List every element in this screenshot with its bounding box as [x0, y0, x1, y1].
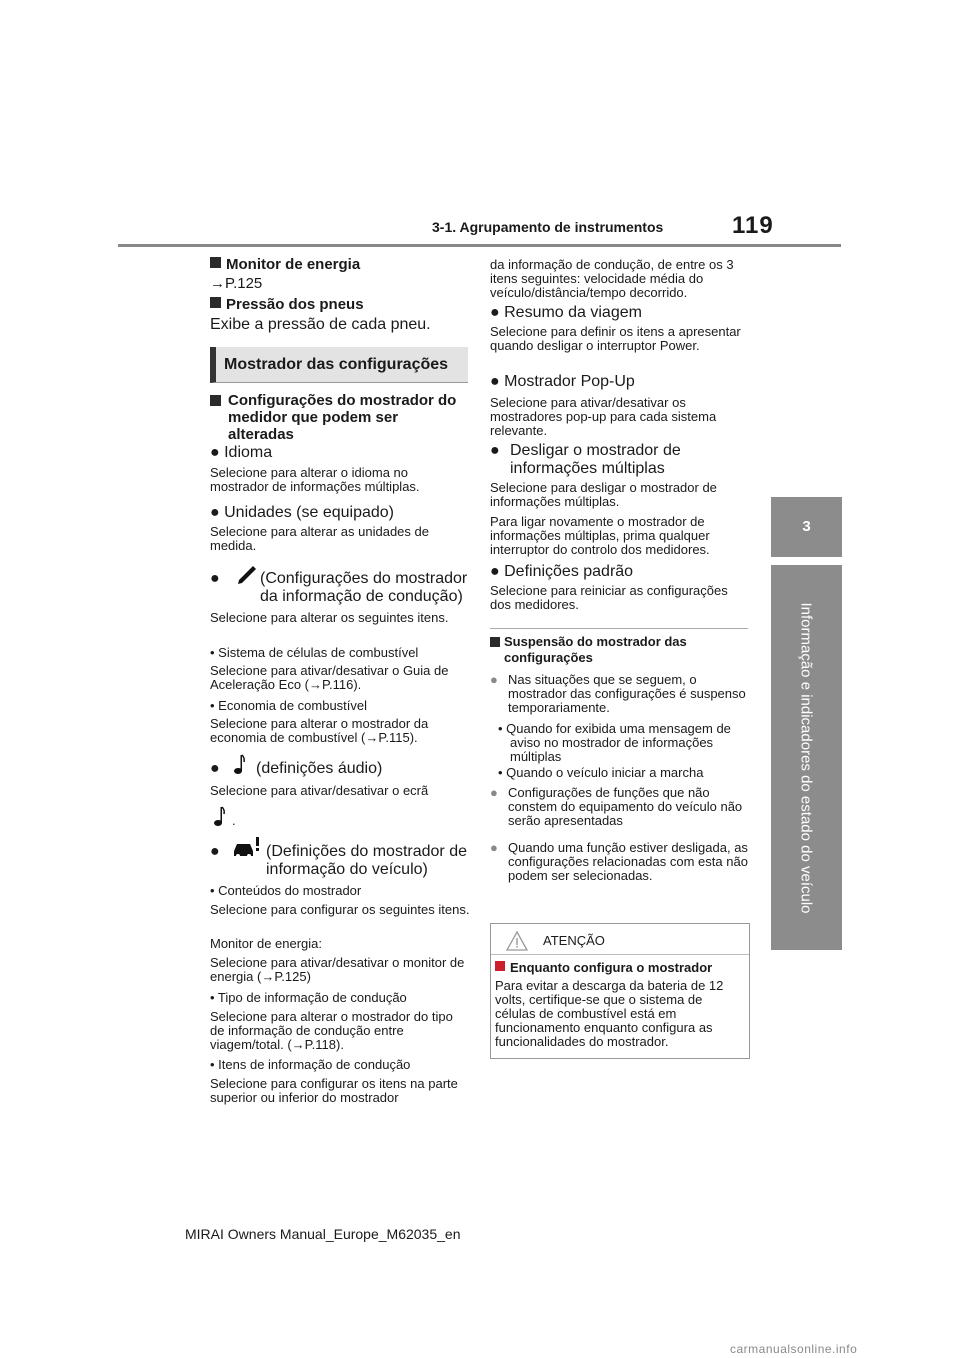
page-number: 119 [732, 212, 774, 239]
music-note-icon [234, 754, 245, 774]
cont-text: da informação de condução, de entre os 3… [490, 257, 734, 300]
square-bullet-icon [210, 257, 221, 268]
section-title: Mostrador das configurações [224, 356, 449, 373]
itens-item: • Itens de informação de condução [210, 1057, 411, 1072]
desligar-desc1: Selecione para desligar o mostrador de i… [490, 480, 717, 509]
susp-sub-2: • Quando o veículo iniciar a marcha [498, 765, 704, 780]
tipo-desc: Selecione para alterar o mostrador do ti… [210, 1009, 453, 1052]
susp-sub-1: • Quando for exibida uma mensagem de avi… [498, 721, 731, 764]
audio-desc: Selecione para ativar/desativar o ecrã [210, 783, 429, 798]
header-rule [118, 244, 841, 247]
music-note-icon [214, 806, 225, 826]
square-bullet-icon [210, 395, 221, 406]
popup-item: ● Mostrador Pop-Up [490, 373, 635, 390]
drive-info-item: ● (Configurações do mostrador da informa… [210, 566, 468, 605]
section-header: 3-1. Agrupamento de instrumentos [432, 219, 664, 235]
me-desc: Selecione para ativar/desativar o monito… [210, 955, 465, 984]
tire-heading: Pressão dos pneus [210, 296, 364, 313]
tire-text: Exibe a pressão de cada pneu. [210, 316, 431, 333]
susp-bullet-2: ● Configurações de funções que não const… [490, 785, 743, 828]
itens-desc: Selecione para configurar os itens na pa… [210, 1076, 458, 1105]
square-bullet-icon [495, 961, 505, 971]
unidades-desc: Selecione para alterar as unidades de me… [210, 524, 429, 553]
pencil-icon [238, 566, 256, 584]
tipo-item: • Tipo de informação de condução [210, 990, 407, 1005]
chapter-tab: 3 [771, 497, 842, 557]
monitor-ref[interactable]: →P.125 [210, 275, 263, 292]
square-bullet-icon [210, 297, 221, 308]
car-warning-icon [234, 837, 259, 858]
drive-desc: Selecione para alterar os seguintes iten… [210, 610, 449, 625]
cont-item: • Conteúdos do mostrador [210, 883, 362, 898]
idioma-desc: Selecione para alterar o idioma no mostr… [210, 465, 420, 494]
warning-box: ATENÇÃO Enquanto configura o mostrador P… [490, 923, 750, 1059]
cont-desc: Selecione para configurar os seguintes i… [210, 902, 470, 917]
popup-desc: Selecione para ativar/desativar os mostr… [490, 395, 717, 438]
eco-desc: Selecione para alterar o mostrador da ec… [210, 716, 429, 745]
chapter-strip [771, 565, 842, 950]
watermark: carmanualsonline.info [730, 1342, 858, 1356]
susp-bullet-3: ● Quando uma função estiver desligada, a… [490, 840, 748, 883]
fc-desc: Selecione para ativar/desativar o Guia d… [210, 663, 449, 692]
unidades-item: ● Unidades (se equipado) [210, 504, 394, 521]
warning-title: Enquanto configura o mostrador [495, 960, 712, 975]
square-bullet-icon [490, 637, 500, 647]
warning-label: ATENÇÃO [543, 933, 605, 948]
audio-item: ● (definições áudio) [210, 754, 468, 778]
footer-text: MIRAI Owners Manual_Europe_M62035_en [185, 1226, 461, 1242]
padrao-desc: Selecione para reiniciar as configuraçõe… [490, 583, 728, 612]
desligar-desc2: Para ligar novamente o mostrador de info… [490, 514, 710, 557]
fc-item: • Sistema de células de combustível [210, 645, 419, 660]
section-title-box: Mostrador das configurações [210, 347, 468, 383]
resumo-item: ● Resumo da viagem [490, 304, 642, 321]
monitor-heading: Monitor de energia [210, 256, 360, 273]
susp-bullet-1: ● Nas situações que se seguem, o mostrad… [490, 672, 746, 715]
padrao-item: ● Definições padrão [490, 563, 634, 580]
resumo-desc: Selecione para definir os itens a aprese… [490, 324, 741, 353]
idioma-item: ● Idioma [210, 444, 273, 461]
chapter-title: Informação e indicadores do estado do ve… [797, 602, 815, 914]
susp-heading: Suspensão do mostrador das configurações [490, 634, 748, 666]
warning-divider [491, 954, 749, 955]
desligar-item: ● Desligar o mostrador de informações mú… [490, 442, 681, 477]
vehicle-info-item: ● (Definições do mostrador de informação… [210, 837, 468, 878]
divider [490, 628, 748, 629]
warning-text: Para evitar a descarga da bateria de 12 … [495, 978, 724, 1049]
me-label: Monitor de energia: [210, 936, 323, 951]
warning-triangle-icon [505, 930, 529, 951]
eco-item: • Economia de combustível [210, 698, 368, 713]
config-heading: Configurações do mostrador do medidor qu… [210, 392, 468, 443]
